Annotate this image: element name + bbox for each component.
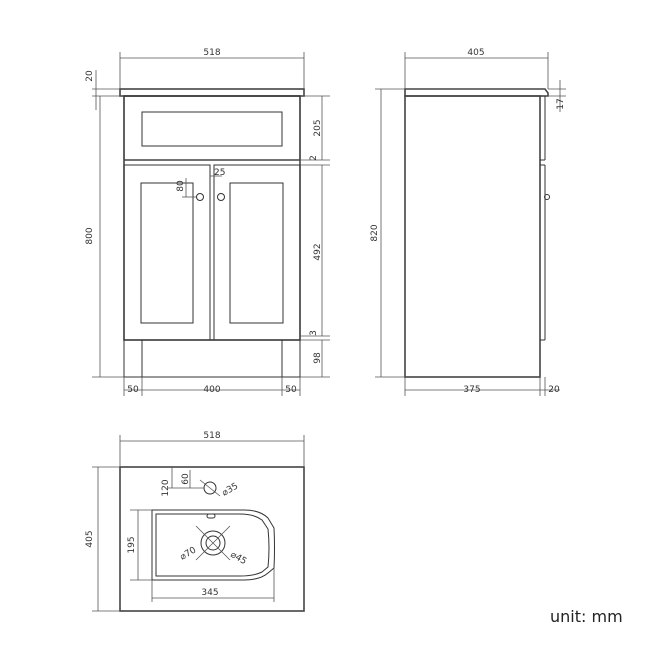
- basin-bowl: [151, 509, 275, 581]
- overflow-slot-icon: [206, 513, 216, 519]
- dim-basin-depth: 405: [85, 530, 95, 547]
- dim-handle-offset: 25: [214, 168, 225, 178]
- front-view: 518 20 800 205 2 492 3 98 80 25: [85, 48, 330, 396]
- dim-front-width: 518: [203, 48, 220, 58]
- tap-hole-leader: [199, 479, 221, 497]
- dim-bowl-depth: 195: [127, 536, 137, 553]
- dim-tap-hole-side: 60: [181, 473, 191, 485]
- dim-leg-right: 50: [285, 385, 297, 395]
- front-drawer-panel: [141, 111, 283, 147]
- front-worktop: [119, 88, 305, 97]
- dim-handle-drop: 80: [176, 180, 186, 192]
- waste-outer-icon: [200, 530, 226, 556]
- front-drawer: [123, 95, 301, 161]
- dim-basin-width: 518: [203, 431, 220, 441]
- basin-outline: [119, 466, 305, 612]
- dim-door-height: 492: [313, 243, 323, 260]
- dim-plinth-height: 98: [313, 352, 323, 364]
- dim-door-gap: 3: [309, 330, 319, 336]
- front-right-door: [213, 164, 301, 341]
- dim-tap-hole-dia: ⌀35: [221, 482, 241, 499]
- basin-top-view: 518 405 120 60 ⌀35 195 ⌀70 ⌀45 345: [85, 431, 305, 612]
- right-door-panel: [229, 182, 284, 324]
- dim-tap-hole-offset: 120: [161, 479, 171, 496]
- side-knob-icon: [544, 194, 550, 200]
- dim-gap: 2: [309, 155, 319, 161]
- waste-leader: [195, 525, 231, 561]
- dim-waste-outer-dia: ⌀70: [179, 545, 199, 562]
- dim-front-height: 800: [85, 227, 95, 244]
- front-carcass: [123, 95, 301, 341]
- dim-side-height: 820: [370, 224, 380, 241]
- dim-back-offset: 20: [548, 385, 560, 395]
- basin-bowl-inner: [155, 513, 270, 577]
- left-door-panel: [140, 182, 194, 324]
- side-body: [404, 95, 541, 378]
- unit-label: unit: mm: [550, 607, 623, 626]
- waste-inner-icon: [205, 535, 221, 551]
- front-left-door: [123, 164, 211, 341]
- dim-plinth-width: 400: [203, 385, 220, 395]
- front-plinth: [123, 339, 301, 378]
- dim-bowl-width: 345: [201, 588, 218, 598]
- dim-body-depth: 375: [463, 385, 480, 395]
- dim-leg-left: 50: [127, 385, 139, 395]
- dim-side-depth: 405: [467, 48, 484, 58]
- dim-top-thickness: 20: [85, 70, 95, 82]
- side-view: 405 17 820 375 20: [370, 48, 566, 396]
- left-knob-icon: [196, 193, 204, 201]
- dim-top-overhang: 17: [556, 98, 566, 109]
- dim-waste-inner-dia: ⌀45: [229, 550, 249, 567]
- side-worktop: [404, 88, 549, 97]
- right-knob-icon: [217, 193, 225, 201]
- dim-drawer-height: 205: [313, 119, 323, 136]
